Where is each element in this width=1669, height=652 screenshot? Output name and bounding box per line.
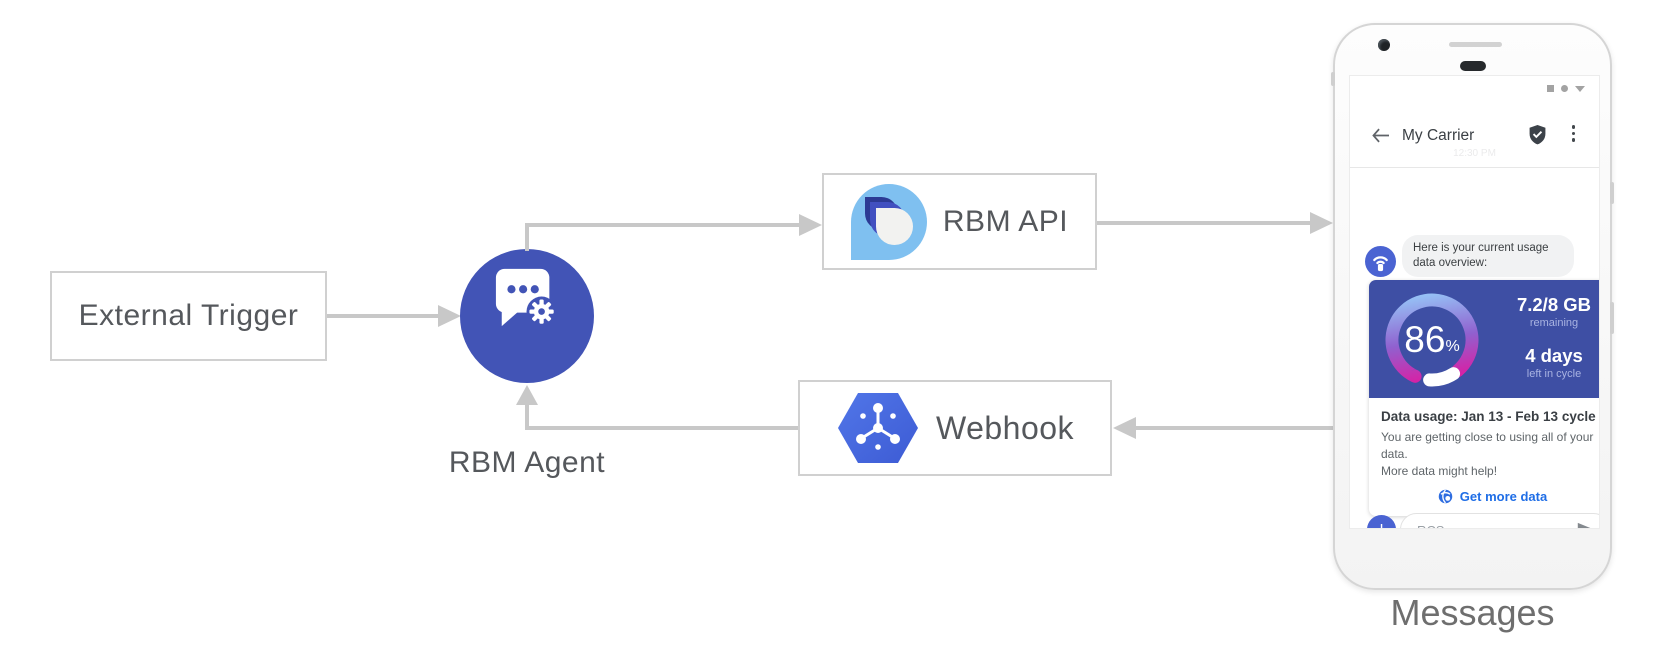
connector-agent-up — [525, 225, 529, 251]
pubsub-hexagon-icon — [837, 393, 918, 463]
get-more-data-button[interactable]: Get more data — [1381, 489, 1599, 504]
webhook-label: Webhook — [935, 409, 1075, 446]
arrow-phone-to-webhook-head — [1113, 417, 1136, 439]
send-icon[interactable] — [1577, 522, 1596, 529]
overflow-menu-icon[interactable] — [1571, 125, 1575, 142]
usage-card-title: Data usage: Jan 13 - Feb 13 cycle — [1381, 409, 1596, 424]
days-left-value: 4 days — [1525, 345, 1583, 366]
back-arrow-icon[interactable] — [1372, 128, 1389, 143]
arrow-into-api-head — [799, 214, 822, 236]
add-attachment-button[interactable]: + — [1367, 515, 1396, 528]
rcs-message-input[interactable] — [1415, 515, 1569, 528]
external-trigger-node: External Trigger — [50, 271, 327, 361]
rbm-api-label: RBM API — [942, 204, 1069, 238]
volume-button[interactable] — [1610, 302, 1614, 334]
usage-card-body: Data usage: Jan 13 - Feb 13 cycle You ar… — [1369, 398, 1599, 516]
arrow-trigger-to-agent-line — [327, 314, 439, 318]
conversation-title: My Carrier — [1402, 127, 1475, 144]
phone-caption: Messages — [1390, 592, 1555, 633]
speaker-slot — [1449, 42, 1502, 47]
usage-card-text: You are getting close to using all of yo… — [1381, 430, 1594, 478]
sim-tray — [1331, 72, 1335, 86]
rbm-api-logo-icon — [850, 183, 927, 260]
phone-mockup: My Carrier 12:30 PM — [1331, 23, 1614, 590]
rbm-agent-label: RBM Agent — [448, 446, 606, 479]
status-bar — [1547, 85, 1585, 92]
arrow-into-agent-head — [516, 385, 538, 405]
front-camera — [1378, 39, 1390, 51]
chat-gear-icon — [495, 268, 557, 327]
chat-timestamp: 12:30 PM — [1453, 148, 1496, 159]
usage-rich-card: 86% 7.2/8 GB remaining 4 days left in cy… — [1369, 280, 1599, 517]
chat-bubble: Here is your current usage data overview… — [1402, 235, 1574, 277]
power-button[interactable] — [1610, 182, 1614, 204]
data-remaining-label: remaining — [1529, 317, 1579, 329]
arrow-api-to-phone-head — [1310, 212, 1333, 234]
message-input-pill — [1400, 513, 1599, 529]
data-remaining-value: 7.2/8 GB — [1516, 294, 1592, 315]
usage-stats: 7.2/8 GB remaining 4 days left in cycle — [1499, 294, 1599, 380]
webhook-node: Webhook — [798, 380, 1112, 476]
arrow-trigger-to-agent-head — [438, 305, 461, 327]
agent-avatar — [1365, 246, 1396, 277]
status-dot-icon — [1561, 85, 1568, 92]
rbm-api-node: RBM API — [822, 173, 1097, 270]
phone-screen: My Carrier 12:30 PM — [1349, 75, 1600, 529]
broadcast-antenna-icon — [1373, 256, 1388, 272]
connector-agent-up-left — [525, 402, 529, 430]
arrow-phone-to-webhook-line — [1135, 426, 1335, 430]
usage-gauge-ring — [1385, 293, 1479, 387]
earpiece — [1460, 61, 1486, 71]
usage-gauge-panel: 86% 7.2/8 GB remaining 4 days left in cy… — [1369, 280, 1599, 398]
status-caret-icon — [1575, 85, 1585, 92]
conversation-header: My Carrier 12:30 PM — [1350, 102, 1599, 168]
days-left-label: left in cycle — [1526, 368, 1582, 380]
usage-percent: 86% — [1404, 319, 1460, 360]
arrow-api-to-phone-line — [1097, 221, 1311, 225]
connector-agent-to-api — [525, 223, 801, 227]
external-trigger-label: External Trigger — [78, 299, 299, 332]
status-square-icon — [1547, 85, 1554, 92]
verified-shield-icon[interactable] — [1528, 124, 1547, 145]
connector-webhook-to-agent — [525, 426, 798, 430]
globe-icon — [1438, 490, 1453, 504]
rbm-agent-node — [460, 249, 594, 383]
